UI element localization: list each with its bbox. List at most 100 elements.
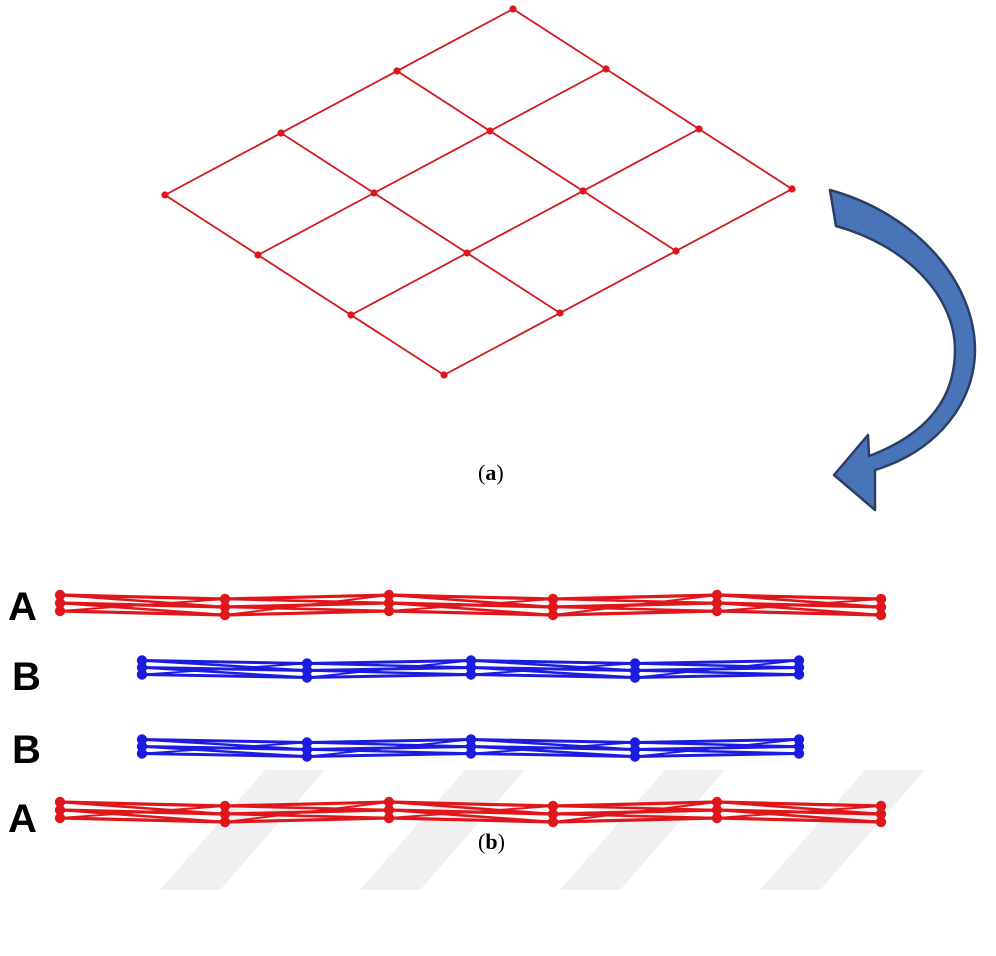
grid-node	[788, 185, 796, 193]
grid-line	[257, 68, 607, 256]
bond-line	[552, 816, 718, 824]
bond-line	[552, 605, 718, 613]
bond-line	[552, 609, 718, 617]
panel-b-caption: (b)	[478, 829, 505, 854]
atom-node	[383, 605, 395, 617]
atom-node	[54, 804, 66, 816]
stacking-label-b-lower: B	[12, 728, 41, 772]
grid-line	[164, 194, 445, 376]
bond-line	[306, 659, 472, 679]
atom-node	[547, 601, 559, 613]
bond-line	[388, 598, 554, 612]
bond-line	[141, 741, 308, 755]
bond-line	[306, 669, 472, 676]
bond-line	[59, 816, 226, 824]
bond-line	[141, 666, 308, 679]
bond-line	[306, 748, 472, 755]
atom-node	[547, 609, 559, 621]
bond-line	[224, 609, 390, 617]
atom-node	[465, 669, 477, 680]
stacking-label-b-upper: B	[12, 655, 41, 699]
atom-node	[219, 808, 231, 820]
atom-node	[711, 812, 723, 824]
atom-node	[875, 609, 887, 621]
atom-node	[136, 669, 148, 680]
grid-node	[347, 311, 355, 319]
grid-node	[579, 187, 587, 195]
bond-line	[552, 597, 718, 605]
bond-line	[552, 594, 718, 616]
bond-line	[470, 738, 636, 751]
bond-line	[141, 659, 308, 672]
bond-line	[552, 593, 718, 601]
bond-line	[552, 800, 718, 808]
atom-node	[547, 808, 559, 820]
bond-line	[634, 741, 800, 748]
bond-line	[59, 593, 226, 601]
bond-line	[634, 662, 800, 669]
bond-line	[224, 812, 390, 820]
atom-node	[875, 800, 887, 812]
bond-line	[716, 808, 882, 824]
grid-node	[393, 67, 401, 75]
bond-line	[59, 800, 226, 816]
bond-line	[141, 662, 308, 676]
bond-line	[224, 801, 390, 823]
bond-line	[224, 800, 390, 808]
bond-line	[552, 801, 718, 823]
stacking-label-a-top: A	[8, 585, 37, 629]
bond-line	[388, 593, 554, 609]
atom-node	[465, 748, 477, 759]
atom-node	[875, 808, 887, 820]
bond-line	[716, 800, 882, 816]
bond-line	[59, 805, 226, 819]
bond-line	[716, 800, 882, 808]
bond-line	[224, 597, 390, 605]
grid-node	[254, 251, 262, 259]
bond-line	[224, 816, 390, 824]
atom-node	[711, 804, 723, 816]
atom-node	[793, 748, 805, 759]
atom-node	[54, 796, 66, 808]
bond-line	[59, 800, 226, 808]
atom-node	[793, 669, 805, 680]
grid-node	[370, 189, 378, 197]
atom-node	[711, 589, 723, 601]
atom-node	[711, 605, 723, 617]
atom-node	[547, 593, 559, 605]
bond-line	[388, 609, 554, 617]
bond-line	[716, 593, 882, 609]
bond-line	[552, 804, 718, 812]
atom-node	[629, 672, 641, 683]
atom-node	[54, 589, 66, 601]
atom-node	[383, 796, 395, 808]
bond-line	[59, 593, 226, 609]
grid-line	[396, 70, 677, 252]
bond-line	[59, 601, 226, 617]
atom-node	[875, 816, 887, 828]
bond-line	[388, 805, 554, 819]
grid-node	[161, 191, 169, 199]
atom-node	[301, 672, 313, 683]
bond-line	[470, 662, 636, 676]
atom-node	[301, 751, 313, 762]
bond-line	[388, 601, 554, 617]
bond-line	[224, 593, 390, 601]
atom-node	[136, 748, 148, 759]
grid-node	[440, 371, 448, 379]
bond-line	[634, 738, 800, 758]
bond-line	[634, 748, 800, 755]
atom-node	[219, 816, 231, 828]
bond-line	[59, 808, 226, 824]
stacked-layers-side-view	[54, 589, 887, 828]
bond-line	[470, 745, 636, 758]
bond-line	[224, 594, 390, 616]
bond-line	[716, 593, 882, 601]
bond-line	[59, 598, 226, 612]
grid-line	[512, 8, 793, 190]
bond-line	[552, 812, 718, 820]
atom-node	[219, 609, 231, 621]
atom-node	[711, 597, 723, 609]
atom-node	[547, 816, 559, 828]
